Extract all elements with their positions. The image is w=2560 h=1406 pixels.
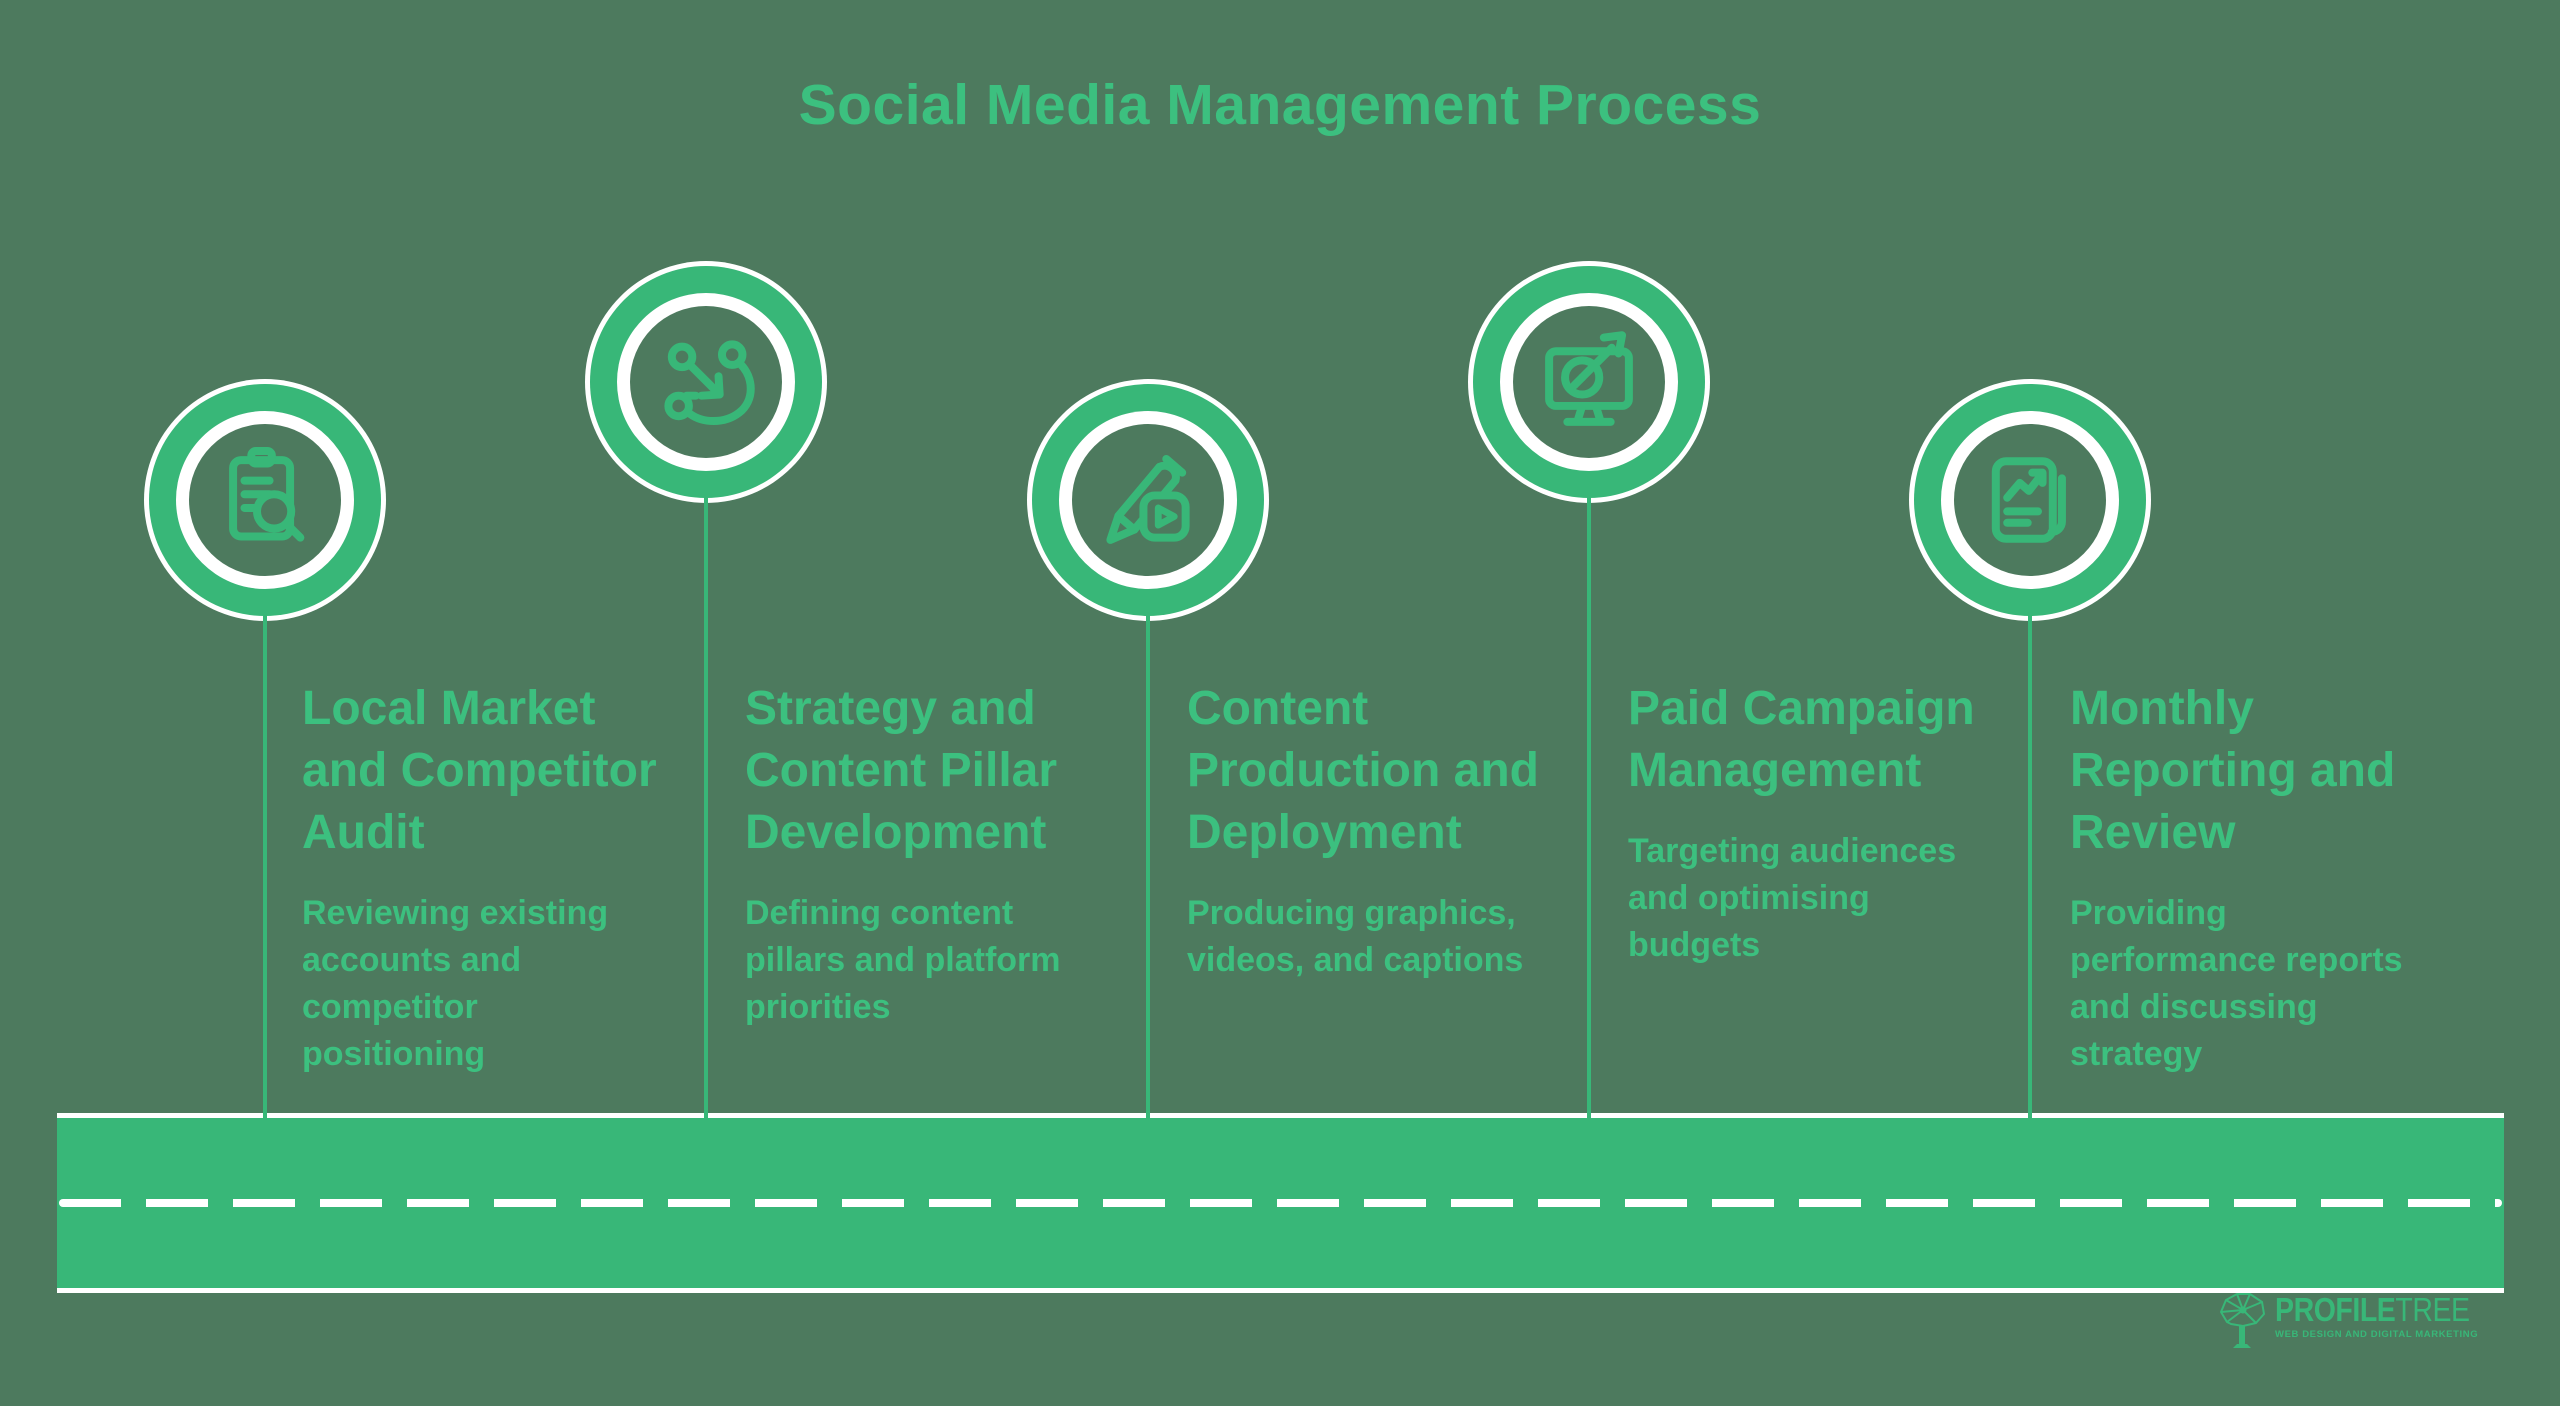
page-title: Social Media Management Process [798,73,1762,137]
brand-text: PROFILETREE WEB DESIGN AND DIGITAL MARKE… [2275,1290,2487,1340]
monitor-target-icon [1545,331,1633,426]
step-text-block: Content Production and Deployment Produc… [1187,678,1622,984]
step-title: Local Market and Competitor Audit [302,682,657,859]
step-title: Paid Campaign Management [1628,682,1975,797]
road-center-dashes [59,1199,2502,1207]
brand-logo: PROFILETREE WEB DESIGN AND DIGITAL MARKE… [2218,1290,2487,1350]
step-text-block: Paid Campaign Management Targeting audie… [1628,678,2063,969]
node-disc [1954,424,2106,576]
step-description: Targeting audiences and optimising budge… [1628,832,1957,964]
step-node [585,261,827,503]
timeline-connector [263,615,267,1122]
step-node [1027,379,1269,621]
step-node [1468,261,1710,503]
step-title: Strategy and Content Pillar Development [745,682,1058,859]
strategy-path-icon [664,340,755,426]
tree-icon [2220,1293,2265,1348]
step-text-block: Local Market and Competitor Audit Review… [302,678,737,1078]
step-title: Content Production and Deployment [1187,682,1539,859]
timeline-connector [704,497,708,1122]
step-node [1909,379,2151,621]
step-description: Reviewing existing accounts and competit… [302,894,609,1073]
node-disc [1072,424,1224,576]
step-description: Producing graphics, videos, and captions [1187,894,1524,979]
brand-tagline: WEB DESIGN AND DIGITAL MARKETING [2275,1329,2479,1340]
step-description: Defining content pillars and platform pr… [745,894,1061,1026]
timeline-connector [2028,615,2032,1122]
timeline-connector [1146,615,1150,1122]
node-disc [189,424,341,576]
step-node [144,379,386,621]
step-description: Providing performance reports and discus… [2070,894,2403,1073]
timeline-connector [1587,497,1591,1122]
node-disc [1513,306,1665,458]
node-disc [630,306,782,458]
pencil-play-icon [1106,454,1190,544]
step-text-block: Monthly Reporting and Review Providing p… [2070,678,2505,1078]
timeline-road [57,1113,2504,1293]
report-chart-icon [1991,457,2066,543]
step-text-block: Strategy and Content Pillar Development … [745,678,1180,1031]
clipboard-search-icon [229,446,305,542]
step-title: Monthly Reporting and Review [2070,682,2396,859]
brand-name: PROFILETREE [2275,1290,2470,1329]
